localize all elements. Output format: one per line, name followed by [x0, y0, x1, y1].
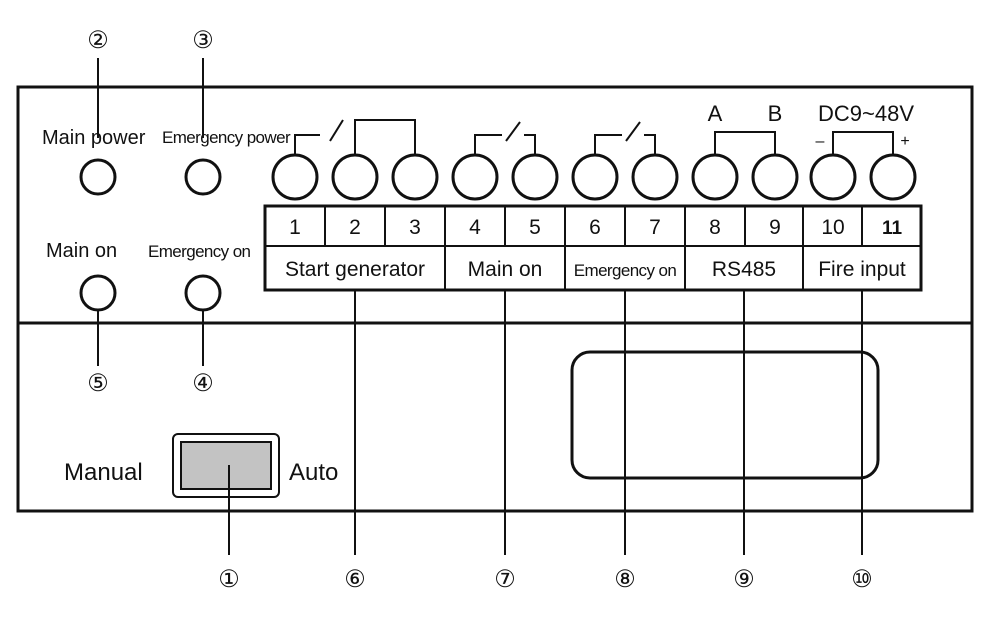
dc-supply-label: DC9~48V [818, 101, 914, 126]
callout-9: ⑨ [733, 566, 755, 593]
callout-8: ⑧ [614, 566, 636, 593]
group-main-on: Main on [468, 258, 543, 281]
terminal-screw [511, 153, 559, 201]
panel-outline [16, 85, 974, 513]
callout-1: ① [218, 566, 240, 593]
start-generator-relay-symbol [294, 119, 416, 155]
main-on-label: Main on [46, 240, 117, 262]
terminal-screw [571, 153, 619, 201]
group-rs485: RS485 [712, 258, 776, 281]
terminal-number: 1 [289, 216, 301, 239]
callout-10: ⑩ [851, 566, 873, 593]
terminal-numbers: 1 2 3 4 5 6 7 8 9 10 11 [289, 216, 902, 239]
callout-4: ④ [192, 370, 214, 397]
main-on-lamp [79, 274, 117, 312]
plus-sign: + [900, 133, 909, 150]
group-emergency-on: Emergency on [574, 261, 677, 280]
group-start-generator: Start generator [285, 258, 425, 281]
manual-label: Manual [64, 459, 143, 486]
terminal-number: 3 [409, 216, 421, 239]
terminal-number: 5 [529, 216, 541, 239]
terminal-screw [869, 153, 917, 201]
emergency-on-relay-symbol [594, 121, 656, 155]
emergency-on-label: Emergency on [148, 242, 251, 261]
callout-5: ⑤ [87, 370, 109, 397]
callout-7: ⑦ [494, 566, 516, 593]
terminal-number: 8 [709, 216, 721, 239]
minus-sign: – [816, 133, 825, 150]
emergency-power-lamp [184, 158, 222, 196]
main-power-lamp [79, 158, 117, 196]
main-on-relay-symbol [474, 121, 536, 155]
mode-switch-frame [172, 433, 280, 498]
group-fire-input: Fire input [818, 258, 906, 281]
callout-3: ③ [192, 27, 214, 54]
rs485-a-label: A [708, 101, 723, 126]
terminal-number: 2 [349, 216, 361, 239]
terminal-number: 11 [882, 218, 903, 239]
terminal-number: 4 [469, 216, 481, 239]
terminal-number: 9 [769, 216, 781, 239]
auto-label: Auto [289, 459, 338, 486]
terminal-screw [751, 153, 799, 201]
rs485-bracket [714, 131, 776, 155]
display-window [570, 350, 880, 480]
rs485-b-label: B [768, 101, 783, 126]
terminal-screw [631, 153, 679, 201]
emergency-on-lamp [184, 274, 222, 312]
callout-6: ⑥ [344, 566, 366, 593]
callout-2: ② [87, 27, 109, 54]
terminal-number: 10 [821, 216, 844, 239]
terminal-screw [391, 153, 439, 201]
terminal-number: 7 [649, 216, 661, 239]
terminal-number: 6 [589, 216, 601, 239]
terminal-screw [451, 153, 499, 201]
terminal-group-labels: Start generator Main on Emergency on RS4… [285, 258, 906, 281]
emergency-power-label: Emergency power [162, 128, 291, 147]
terminal-screws [271, 153, 917, 201]
mode-switch[interactable] [180, 441, 272, 490]
dc-supply-bracket [832, 131, 894, 155]
terminal-screw [271, 153, 319, 201]
terminal-screw [809, 153, 857, 201]
terminal-screw [331, 153, 379, 201]
terminal-number-strip [263, 204, 923, 292]
terminal-screw [691, 153, 739, 201]
main-power-label: Main power [42, 127, 146, 149]
